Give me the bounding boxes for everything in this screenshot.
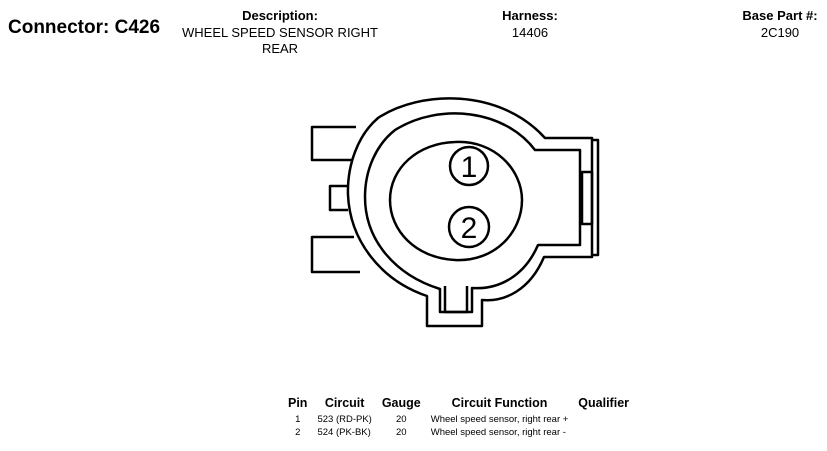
description-block: Description: WHEEL SPEED SENSOR RIGHT RE…	[170, 8, 390, 57]
right-latch-window	[580, 170, 594, 226]
left-lower-tab	[310, 235, 360, 274]
table-row: 2 524 (PK-BK) 20 Wheel speed sensor, rig…	[283, 426, 634, 439]
row-gauge: 20	[395, 414, 407, 425]
row-circuit: 524 (PK-BK)	[317, 427, 371, 438]
connector-id: C426	[114, 17, 161, 38]
housing-inner-rim	[363, 112, 582, 314]
base-part-label: Base Part #:	[742, 8, 818, 23]
housing-outer-shell	[346, 97, 594, 328]
connector-title: Connector: C426	[8, 17, 160, 39]
right-latch	[592, 138, 600, 257]
row-function: Wheel speed sensor, right rear -	[430, 427, 566, 438]
harness-value: 14406	[511, 25, 549, 40]
row-circuit: 523 (RD-PK)	[317, 414, 372, 425]
pin-table: Pin Circuit Gauge Circuit Function Quali…	[283, 396, 634, 439]
row-function: Wheel speed sensor, right rear +	[430, 414, 569, 425]
row-pin: 1	[295, 414, 301, 425]
connector-face-diagram: 1 2	[310, 97, 600, 328]
left-upper-tab	[310, 125, 356, 162]
row-qualifier	[573, 426, 634, 439]
pin-1-label: 1	[461, 151, 478, 184]
connector-label: Connector:	[8, 17, 110, 38]
pin-1-circle	[448, 145, 490, 187]
description-value: WHEEL SPEED SENSOR RIGHT REAR	[182, 25, 378, 56]
harness-label: Harness:	[502, 8, 558, 23]
pin-table-header: Pin Circuit Gauge Circuit Function Quali…	[283, 396, 634, 413]
harness-block: Harness: 14406	[480, 8, 580, 41]
table-row: 1 523 (RD-PK) 20 Wheel speed sensor, rig…	[283, 413, 634, 426]
description-label: Description:	[242, 8, 318, 23]
pin-2-circle	[447, 205, 491, 249]
left-middle-tab	[328, 184, 348, 212]
row-gauge: 20	[395, 427, 407, 438]
row-qualifier	[573, 413, 634, 426]
col-circuit: Circuit	[324, 396, 365, 410]
bottom-key-slot	[443, 286, 469, 314]
base-part-block: Base Part #: 2C190	[720, 8, 827, 41]
pin-2-label: 2	[461, 212, 478, 245]
col-qualifier: Qualifier	[578, 396, 630, 410]
col-gauge: Gauge	[381, 396, 421, 410]
pin-cavity	[388, 140, 524, 262]
col-pin: Pin	[288, 396, 308, 410]
base-part-value: 2C190	[760, 25, 800, 40]
col-circuit-function: Circuit Function	[451, 396, 548, 410]
row-pin: 2	[295, 427, 301, 438]
